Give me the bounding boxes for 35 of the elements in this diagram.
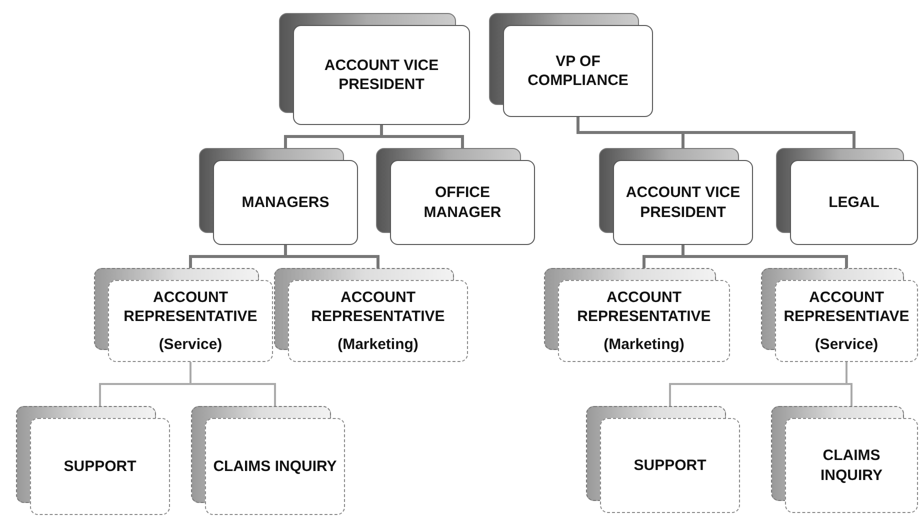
connector-line: [576, 117, 856, 148]
role-label: SUPPORT: [634, 456, 706, 476]
role-label: (Service): [158, 334, 222, 354]
org-chart-box: [191, 406, 345, 515]
connector-line: [284, 245, 380, 268]
role-label: CLAIMS INQUIRY: [820, 446, 884, 485]
org-chart-box: [771, 406, 918, 513]
org-chart-box: [16, 406, 170, 515]
org-chart-box: [94, 268, 273, 362]
org-chart-box: [776, 148, 918, 245]
role-label: CLAIMS INQUIRY: [213, 456, 337, 476]
role-label: ACCOUNT VICE PRESIDENT: [323, 56, 440, 94]
role-label: (Marketing): [338, 334, 418, 354]
role-label: (Service): [814, 334, 878, 354]
role-label: (Marketing): [604, 334, 684, 354]
role-label: OFFICE MANAGER: [422, 183, 502, 222]
role-label: ACCOUNT REPRESENTIAVE: [782, 288, 910, 327]
org-chart-box: [376, 148, 535, 245]
role-label: VP OF COMPLIANCE: [526, 52, 630, 90]
connector-line: [380, 125, 464, 148]
role-label: ACCOUNT REPRESENTATIVE: [576, 288, 712, 327]
org-chart-box: [586, 406, 740, 513]
role-label: SUPPORT: [64, 456, 136, 476]
org-chart-box: [274, 268, 468, 362]
role-label: ACCOUNT VICE PRESIDENT: [624, 183, 742, 222]
role-label: LEGAL: [828, 192, 880, 212]
org-chart-box: [489, 13, 653, 117]
org-chart-box: [544, 268, 730, 362]
org-chart-box: [599, 148, 753, 245]
org-chart-box: [761, 268, 918, 362]
role-label: ACCOUNT REPRESENTATIVE: [310, 288, 446, 327]
role-label: MANAGERS: [242, 192, 330, 212]
org-chart-box: [279, 13, 470, 125]
org-chart-box: [199, 148, 358, 245]
role-label: ACCOUNT REPRESENTATIVE: [122, 288, 258, 327]
